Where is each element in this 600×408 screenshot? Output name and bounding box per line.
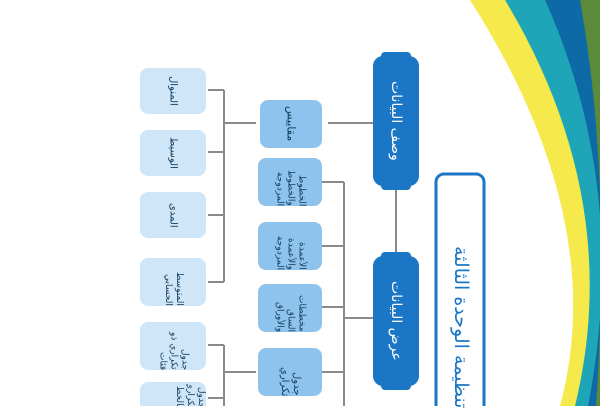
box-freq-table (258, 348, 322, 396)
label-range: المدى (167, 202, 179, 228)
box-line-charts (258, 158, 322, 206)
label-freq-line: جدول تكراري بالخط (174, 384, 206, 406)
box-mode (140, 68, 206, 114)
box-freq-intervals (140, 322, 206, 370)
label-stem-leaf: مخططات الساق والأوراق (274, 295, 307, 332)
label-freq-intervals: جدول تكراري ذو فئات (157, 332, 190, 370)
label-present: عرض البيانات (388, 281, 404, 361)
box-measures (260, 100, 322, 148)
box-mean (140, 258, 206, 306)
box-freq-line (140, 382, 206, 406)
box-stem-leaf (258, 284, 322, 332)
title-frame (434, 172, 486, 406)
label-mode: المنوال (167, 76, 179, 106)
box-bar-charts (258, 222, 322, 270)
decorative-waves (470, 0, 600, 406)
box-median (140, 130, 206, 176)
label-bar-charts: الأعمدة والأعمدة المزدوجة (274, 235, 307, 270)
label-median: الوسيط (167, 137, 179, 169)
label-mean: المتوسط الحسابي (163, 272, 184, 306)
label-line-charts: الخطوط والخطوط المزدوجة (274, 170, 307, 206)
label-describe: وصف البيانات (388, 81, 404, 161)
connectors (208, 89, 397, 406)
box-describe (373, 52, 419, 190)
unit-title: تنظيمة الوحدة الثالثة (450, 245, 472, 408)
label-freq-table: جدول تكراري (279, 366, 302, 396)
box-range (140, 192, 206, 238)
box-present (373, 252, 419, 390)
label-measures: مقاييس (284, 106, 298, 142)
